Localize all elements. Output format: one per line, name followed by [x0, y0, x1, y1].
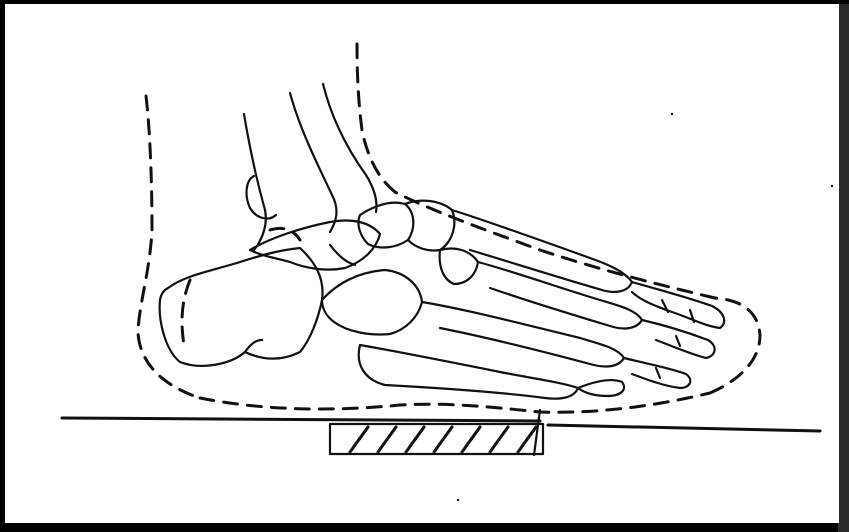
support-block-hatching — [350, 427, 536, 452]
soft-tissue-outline — [138, 44, 760, 412]
outline-heel-inner — [182, 280, 190, 345]
cuneiform-2 — [440, 249, 478, 285]
speck-3 — [457, 499, 459, 501]
metatarsal-3 — [422, 302, 624, 366]
hatched-support-block — [330, 410, 543, 455]
calcaneus-tuberosity — [245, 340, 262, 352]
ground-line-right — [548, 425, 820, 431]
outline-heel-back — [138, 96, 200, 398]
talus — [250, 221, 380, 270]
tibia-back — [290, 93, 336, 232]
speck-2 — [831, 185, 833, 187]
talus-head — [330, 245, 355, 265]
ground-line-left — [62, 418, 540, 421]
cuboid — [322, 270, 422, 335]
speck-1 — [671, 113, 673, 115]
metatarsals — [359, 210, 642, 399]
leg-bones — [244, 84, 377, 250]
outline-toes — [710, 298, 760, 393]
fibula — [244, 114, 266, 250]
support-block-edge-line — [534, 410, 540, 455]
phalanx-row-4 — [578, 380, 624, 396]
outline-sole — [200, 393, 710, 412]
